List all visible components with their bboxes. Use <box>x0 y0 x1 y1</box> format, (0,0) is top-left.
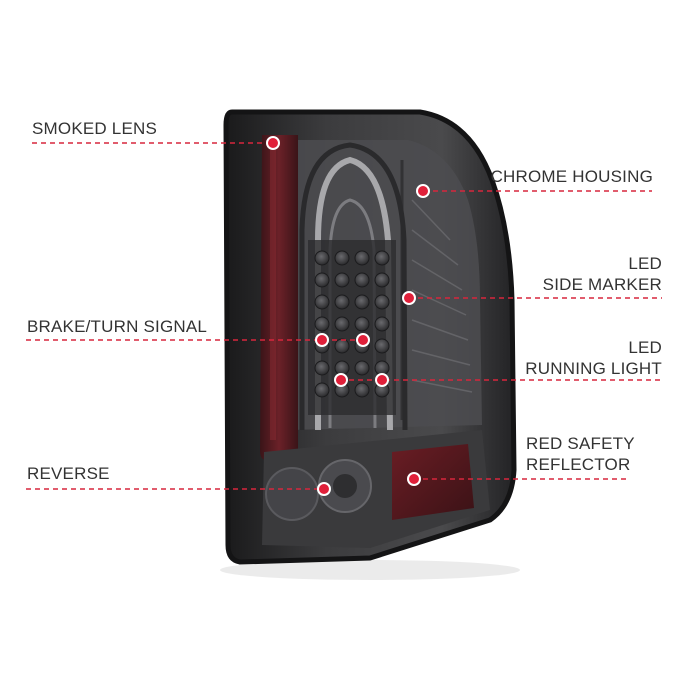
callout-lines <box>26 142 662 490</box>
dot-running-light-1 <box>334 373 348 387</box>
label-red-safety-reflector-line2: REFLECTOR <box>526 455 631 474</box>
dot-smoked-lens <box>266 136 280 150</box>
reflector-panel <box>392 444 474 520</box>
label-led-side-marker-line1: LED <box>628 254 662 273</box>
led-bar-glow <box>328 198 377 429</box>
strip-highlight <box>270 150 276 440</box>
dot-running-light-2 <box>375 373 389 387</box>
callout-dots <box>266 136 430 496</box>
label-brake-turn-signal: BRAKE/TURN SIGNAL <box>27 317 208 336</box>
label-red-safety-reflector-line1: RED SAFETY <box>526 434 635 453</box>
label-led-running-light: LED RUNNING LIGHT <box>525 337 662 379</box>
ground-shadow <box>220 560 520 580</box>
label-chrome-housing: CHROME HOUSING <box>490 167 653 186</box>
label-led-running-light-line1: LED <box>628 338 662 357</box>
dot-reflector <box>407 472 421 486</box>
red-lens-strip <box>260 135 298 460</box>
reverse-lens-center <box>333 474 357 498</box>
label-red-safety-reflector: RED SAFETY REFLECTOR <box>526 433 635 475</box>
led-bar-outer <box>315 156 393 431</box>
dot-chrome-housing <box>416 184 430 198</box>
label-reverse: REVERSE <box>27 464 110 483</box>
label-led-side-marker-line2: SIDE MARKER <box>542 275 662 294</box>
label-led-running-light-line2: RUNNING LIGHT <box>525 359 662 378</box>
led-bar-inner <box>299 142 408 431</box>
dot-brake-turn-2 <box>356 333 370 347</box>
label-led-side-marker: LED SIDE MARKER <box>543 253 662 295</box>
dot-brake-turn-1 <box>315 333 329 347</box>
dot-led-side-marker <box>402 291 416 305</box>
reverse-lens-left <box>265 467 319 521</box>
label-smoked-lens: SMOKED LENS <box>32 119 158 138</box>
dot-reverse <box>317 482 331 496</box>
led-grid <box>308 240 396 415</box>
